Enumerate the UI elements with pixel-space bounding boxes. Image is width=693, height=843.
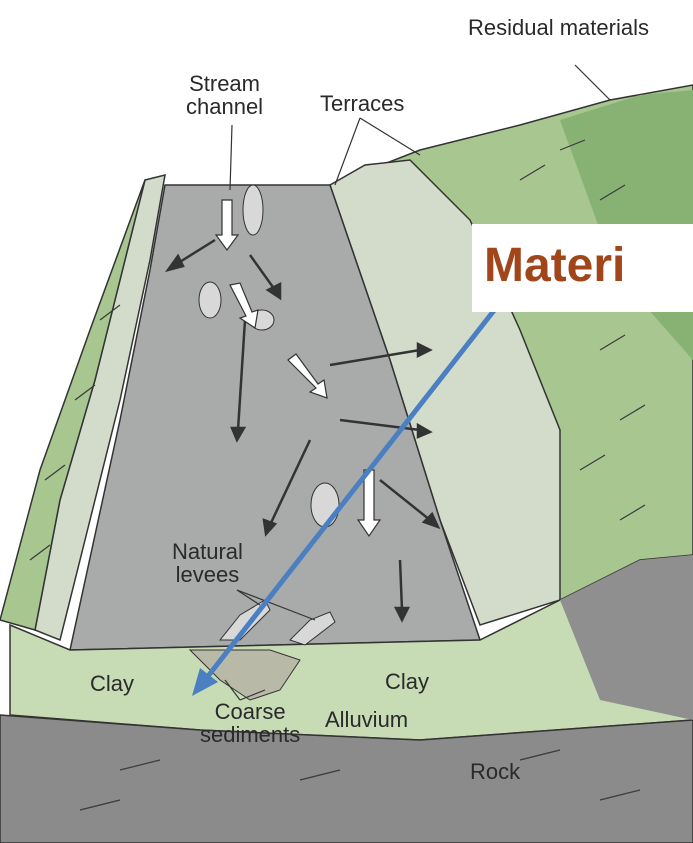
label-clay-left: Clay	[90, 672, 134, 695]
sand-bar	[199, 282, 221, 318]
label-terraces: Terraces	[320, 92, 404, 115]
label-alluvium: Alluvium	[325, 708, 408, 731]
label-rock: Rock	[470, 760, 520, 783]
label-natural-levees-line2: levees	[172, 563, 243, 586]
callout-text: Materi	[484, 238, 625, 293]
label-stream-channel: Stream channel	[186, 72, 263, 118]
label-coarse-sediments-line2: sediments	[200, 723, 300, 746]
label-stream-channel-line2: channel	[186, 95, 263, 118]
label-natural-levees: Natural levees	[172, 540, 243, 586]
sand-bar	[243, 185, 263, 235]
callout-box: Materi	[472, 224, 693, 312]
label-clay-right: Clay	[385, 670, 429, 693]
sand-bar	[311, 483, 339, 527]
label-stream-channel-line1: Stream	[186, 72, 263, 95]
label-residual-materials: Residual materials	[468, 16, 649, 39]
label-coarse-sediments: Coarse sediments	[200, 700, 300, 746]
label-natural-levees-line1: Natural	[172, 540, 243, 563]
label-coarse-sediments-line1: Coarse	[200, 700, 300, 723]
